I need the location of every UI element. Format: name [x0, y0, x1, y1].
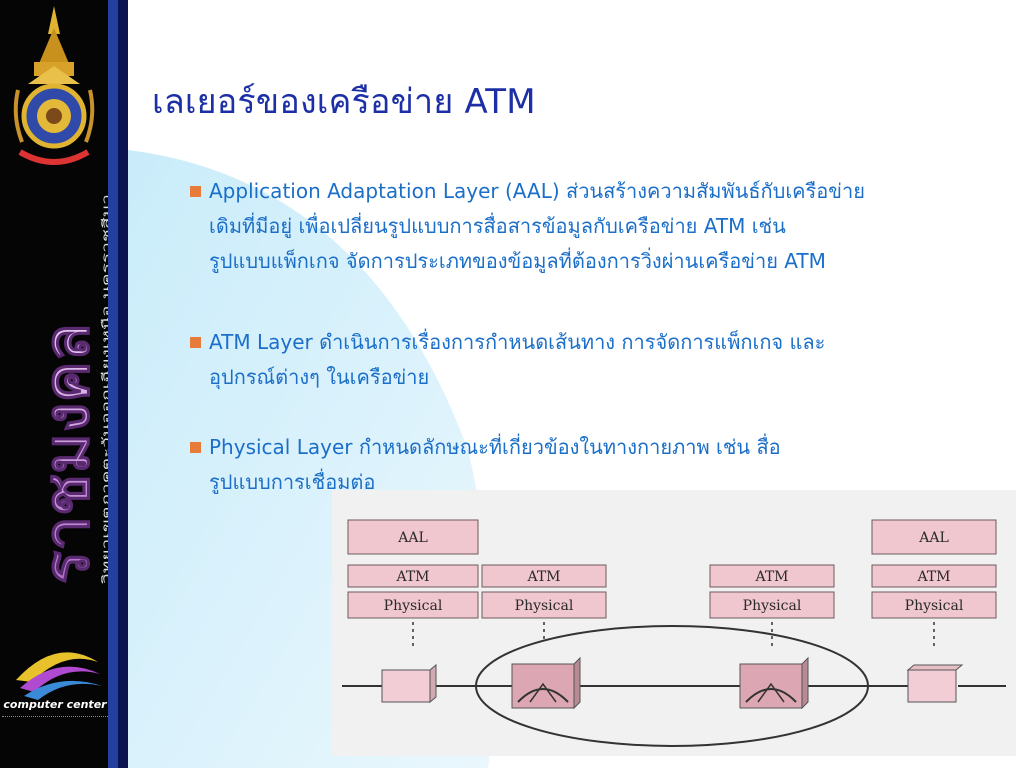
bullet-line: Physical Layer กำหนดลักษณะที่เกี่ยวข้องใ… — [209, 435, 781, 459]
atm-label: ATM — [754, 569, 788, 585]
left-endpoint-device — [381, 663, 437, 704]
bullet-line: รูปแบบแพ็กเกจ จัดการประเภทของข้อมูลที่ต้… — [209, 249, 826, 273]
bullet-atm-layer: ATM Layer ดำเนินการเรื่องการกำหนดเส้นทาง… — [190, 325, 1010, 395]
switch-icon — [739, 656, 809, 710]
bullet-line: Application Adaptation Layer (AAL) ส่วนส… — [209, 179, 865, 203]
atm-layer-diagram: AAL ATM Physical ATM Physical ATM Physic… — [332, 490, 1016, 756]
bullet-line: เดิมที่มีอยู่ เพื่อเปลี่ยนรูปแบบการสื่อส… — [209, 214, 786, 238]
university-crest-icon — [13, 6, 95, 165]
left-endpoint-stack: AAL ATM Physical — [347, 519, 479, 619]
atm-label: ATM — [395, 569, 429, 585]
switch-icon — [511, 656, 581, 710]
bullet-marker — [190, 337, 201, 348]
right-endpoint-device — [906, 664, 964, 703]
divider — [2, 716, 108, 723]
aal-label: AAL — [397, 530, 428, 546]
switch-1-stack: ATM Physical — [481, 564, 607, 619]
bullet-marker — [190, 186, 201, 197]
physical-label: Physical — [905, 598, 964, 614]
computer-center-logo-icon — [16, 652, 102, 700]
switch-2-stack: ATM Physical — [709, 564, 835, 619]
slide-title: เลเยอร์ของเครือข่าย ATM — [152, 82, 536, 122]
physical-label: Physical — [384, 598, 443, 614]
physical-label: Physical — [515, 598, 574, 614]
sidebar-accent-bar-dark — [118, 0, 128, 768]
bullet-line: อุปกรณ์ต่างๆ ในเครือข่าย — [209, 365, 430, 389]
bullet-line: ATM Layer ดำเนินการเรื่องการกำหนดเส้นทาง… — [209, 330, 826, 354]
sidebar-accent-bar — [108, 0, 118, 768]
vertical-college-name: ราชมงคล วิทยาเขตภาคตะวันออกเฉียงเหนือ นค… — [30, 194, 113, 585]
atm-label: ATM — [916, 569, 950, 585]
aal-label: AAL — [918, 530, 949, 546]
vertical-title: ราชมงคล — [30, 323, 103, 584]
atm-label: ATM — [526, 569, 560, 585]
bullet-aal: Application Adaptation Layer (AAL) ส่วนส… — [190, 174, 1010, 279]
sidebar: ราชมงคล วิทยาเขตภาคตะวันออกเฉียงเหนือ นค… — [0, 0, 118, 768]
right-endpoint-stack: AAL ATM Physical — [871, 519, 997, 619]
bullet-physical-layer: Physical Layer กำหนดลักษณะที่เกี่ยวข้องใ… — [190, 430, 1010, 500]
bullet-marker — [190, 442, 201, 453]
computer-center-label: computer center — [3, 698, 107, 711]
physical-label: Physical — [743, 598, 802, 614]
